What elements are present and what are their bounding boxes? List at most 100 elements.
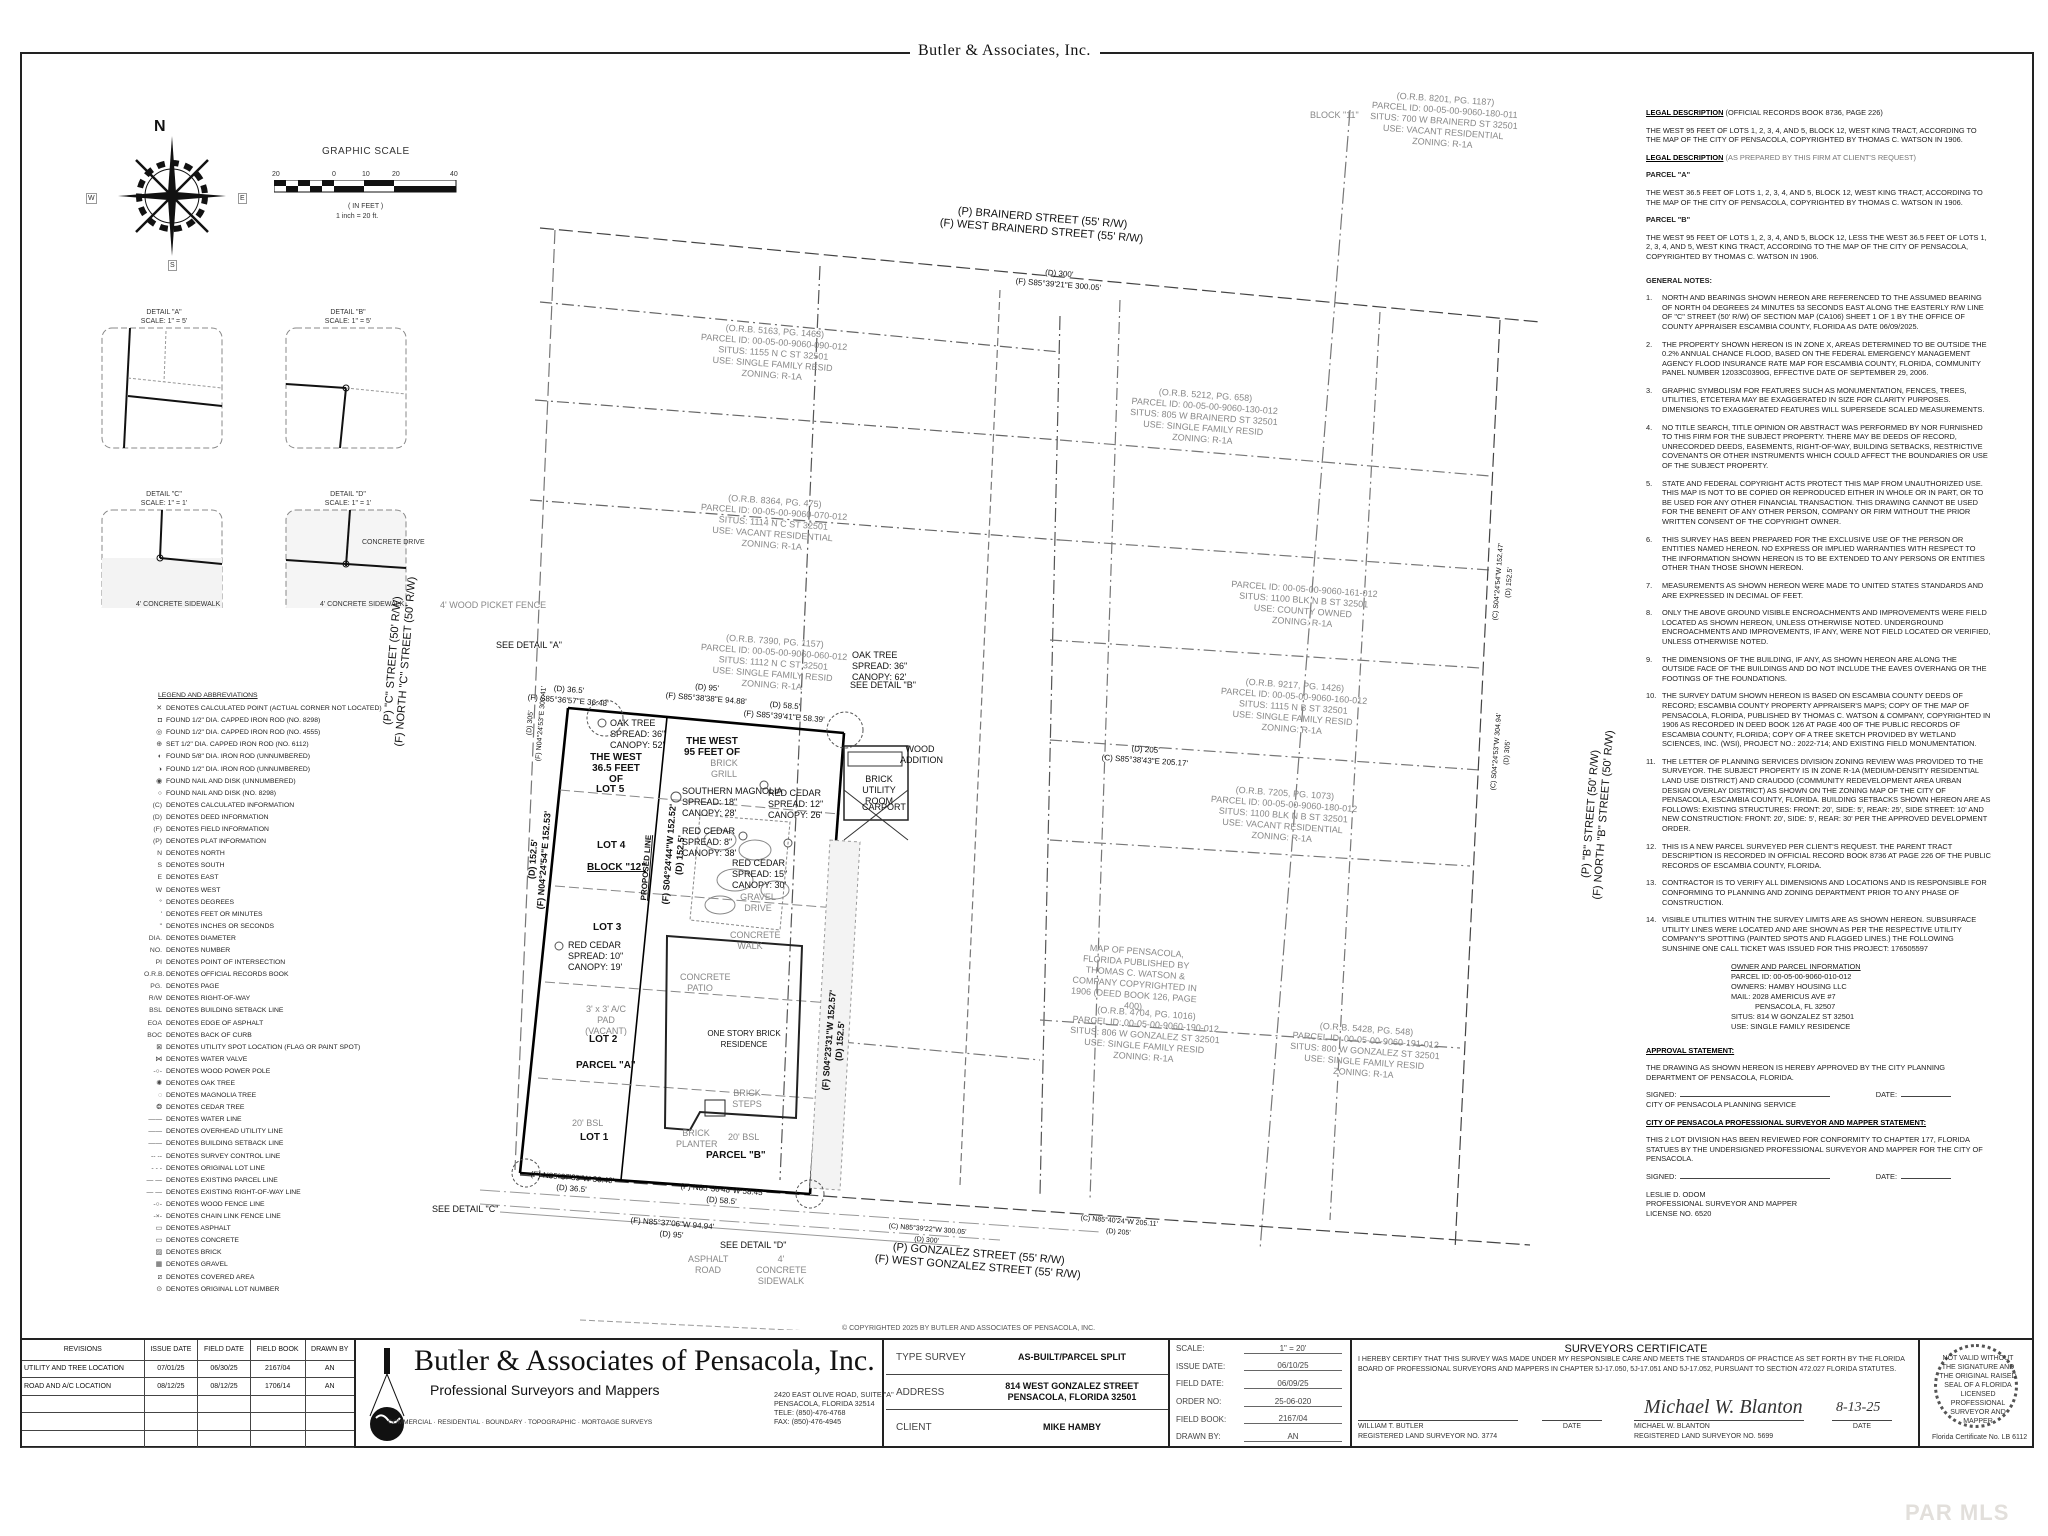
legend-text: FOUND NAIL AND DISK (UNNUMBERED) [166,777,296,785]
meta-row: DRAWN BY:AN [1172,1428,1350,1446]
legend-text: DENOTES DEED INFORMATION [166,813,269,821]
certificate-title: SURVEYORS CERTIFICATE [1564,1343,1708,1355]
legend-item: ✺DENOTES OAK TREE [144,1078,404,1090]
legend-symbol-icon: ▨ [155,1249,162,1257]
client-value: MIKE HAMBY [1043,1422,1101,1432]
legend-text: DENOTES SURVEY CONTROL LINE [166,1152,281,1160]
note-text: ONLY THE ABOVE GROUND VISIBLE ENCROACHME… [1662,608,1991,646]
label-utility-room: BRICK UTILITY ROOM [862,774,896,806]
label-west-365: THE WEST 36.5 FEET OF [590,752,642,785]
legend-item: ◌DENOTES MAGNOLIA TREE [144,1090,404,1102]
legend-symbol-icon: (C) [152,801,162,809]
detail-b-drawing [285,327,407,449]
note-text: NORTH AND BEARINGS SHOWN HEREON ARE REFE… [1662,293,1984,331]
tree-canopy: CANOPY: 26' [768,810,823,820]
revision-cell: AN [305,1360,354,1379]
note-text: THE LETTER OF PLANNING SERVICES DIVISION… [1662,756,1991,834]
legend-item: ▦DENOTES GRAVEL [144,1259,404,1271]
legend-text: DENOTES OVERHEAD UTILITY LINE [166,1128,283,1136]
meta-row: FIELD BOOK:2167/04 [1172,1410,1350,1428]
legal1-sub: (OFFICIAL RECORDS BOOK 8736, PAGE 226) [1725,108,1883,117]
legend-text: SET 1/2" DIA. CAPPED IRON ROD (NO. 6112) [166,741,309,749]
legend-item: O.R.B.DENOTES OFFICIAL RECORDS BOOK [144,969,404,981]
tree-cedar-2: RED CEDAR SPREAD: 8" CANOPY: 38' [682,826,736,859]
company-services: COMMERCIAL · RESIDENTIAL · BOUNDARY · TO… [388,1419,653,1426]
legend-text: DENOTES OFFICIAL RECORDS BOOK [166,971,289,979]
address-line: 2420 EAST OLIVE ROAD, SUITE "A" [774,1390,894,1399]
label-picket-fence: 4' WOOD PICKET FENCE [440,600,547,610]
legend-symbol-icon: —— [148,1116,162,1124]
company-address: 2420 EAST OLIVE ROAD, SUITE "A" PENSACOL… [774,1390,894,1426]
revision-cell [144,1395,199,1414]
legend-item: ⧄DENOTES COVERED AREA [144,1272,404,1284]
label-see-detail-c: SEE DETAIL "C" [432,1204,499,1214]
legend-title: LEGEND AND ABBREVIATIONS [158,692,258,699]
legend-text: DENOTES GRAVEL [166,1261,228,1269]
owner-use: USE: SINGLE FAMILY RESIDENCE [1731,1021,1851,1031]
parcel-b-text: THE WEST 95 FEET OF LOTS 1, 2, 3, 4, AND… [1646,232,1987,261]
tree-spread: SPREAD: 18" [682,797,738,807]
revisions-header: ISSUE DATE [144,1340,199,1361]
legend-text: DENOTES RIGHT-OF-WAY [166,995,251,1003]
legend-text: FOUND NAIL AND DISK (NO. 8298) [166,789,277,797]
legend-symbol-icon: ' [160,910,162,918]
legend-item: ○FOUND NAIL AND DISK (NO. 8298) [144,788,404,800]
tree-magnolia: SOUTHERN MAGNOLIA SPREAD: 18" CANOPY: 28… [682,786,783,819]
legend-symbol-icon: R/W [148,995,162,1003]
legal2-title: LEGAL DESCRIPTION [1646,152,1724,162]
date-field[interactable] [1901,1096,1951,1098]
legend-symbol-icon: —— [148,1140,162,1148]
header-title: Butler & Associates, Inc. [912,42,1097,60]
note-text: NO TITLE SEARCH, TITLE OPINION OR ABSTRA… [1662,422,1988,471]
label-brick-steps: BRICK STEPS [732,1088,762,1109]
legend-item: ◎FOUND 1/2" DIA. CAPPED IRON ROD (NO. 45… [144,727,404,739]
legend-item: DIA.DENOTES DIAMETER [144,933,404,945]
revision-cell [197,1430,251,1449]
label-wood-addition: WOOD ADDITION [900,744,944,765]
neighbor-parcel: (O.R.B. 9217, PG. 1426)PARCEL ID: 00-05-… [1218,675,1368,740]
signature-blanton: Michael W. Blanton [1644,1396,1803,1418]
scale-tick: 20 [272,171,280,178]
neighbor-parcel: (O.R.B. 8201, PG. 1187)PARCEL ID: 00-05-… [1368,89,1519,154]
legend-item: ◑FOUND 1/2" DIA. IRON ROD (UNNUMBERED) [144,764,404,776]
tree-canopy: CANOPY: 30' [732,880,787,890]
legend-item: ◉FOUND NAIL AND DISK (UNNUMBERED) [144,776,404,788]
revision-cell [305,1430,354,1449]
revisions-header: FIELD DATE [197,1340,251,1361]
meta-value: 2167/04 [1244,1414,1342,1425]
company-name: Butler & Associates of Pensacola, Inc. [414,1344,875,1377]
legend-symbol-icon: PG. [150,983,162,991]
legend-item: ——DENOTES BUILDING SETBACK LINE [144,1138,404,1150]
signer-reg: REGISTERED LAND SURVEYOR NO. 3774 [1358,1433,1498,1440]
meta-row: ISSUE DATE:06/10/25 [1172,1358,1350,1376]
legend-item: — —DENOTES EXISTING PARCEL LINE [144,1175,404,1187]
note-number: 12. [1646,841,1657,851]
legend-text: DENOTES BUILDING SETBACK LINE [166,1007,284,1015]
legend-item: PG.DENOTES PAGE [144,981,404,993]
legend-symbol-icon: ◐ [157,753,162,761]
legend-item: -○-DENOTES WOOD POWER POLE [144,1066,404,1078]
city-surveyor-text: THIS 2 LOT DIVISION HAS BEEN REVIEWED FO… [1646,1135,1983,1164]
scale-bar-icon [274,180,457,193]
legend-symbol-icon: -×- [153,1213,163,1221]
revision-cell [22,1395,145,1414]
legend-symbol-icon: - - - [151,1164,162,1172]
signature-field[interactable] [1680,1096,1831,1098]
tree-oak-1: OAK TREE SPREAD: 36" CANOPY: 52' [610,718,665,751]
legend-text: DENOTES EDGE OF ASPHALT [166,1019,264,1027]
detail-d-note: 4' CONCRETE SIDEWALK [320,601,405,608]
legend-item: ⊕SET 1/2" DIA. CAPPED IRON ROD (NO. 6112… [144,739,404,751]
parcel-a-text: THE WEST 36.5 FEET OF LOTS 1, 2, 3, 4, A… [1646,187,1983,207]
note-text: THIS SURVEY HAS BEEN PREPARED FOR THE EX… [1662,534,1985,573]
general-note: 7.MEASUREMENTS AS SHOWN HEREON WERE MADE… [1646,581,1991,600]
scale-tick: 20 [392,171,400,178]
address-line: PENSACOLA, FLORIDA 32514 [774,1399,875,1408]
legend-symbol-icon: " [159,922,162,930]
date-field[interactable] [1901,1177,1951,1179]
signature-field[interactable] [1680,1177,1831,1179]
meta-key: FIELD DATE: [1176,1379,1224,1389]
header-rule-left [20,52,910,54]
label-residence: ONE STORY BRICK RESIDENCE [707,1029,781,1049]
